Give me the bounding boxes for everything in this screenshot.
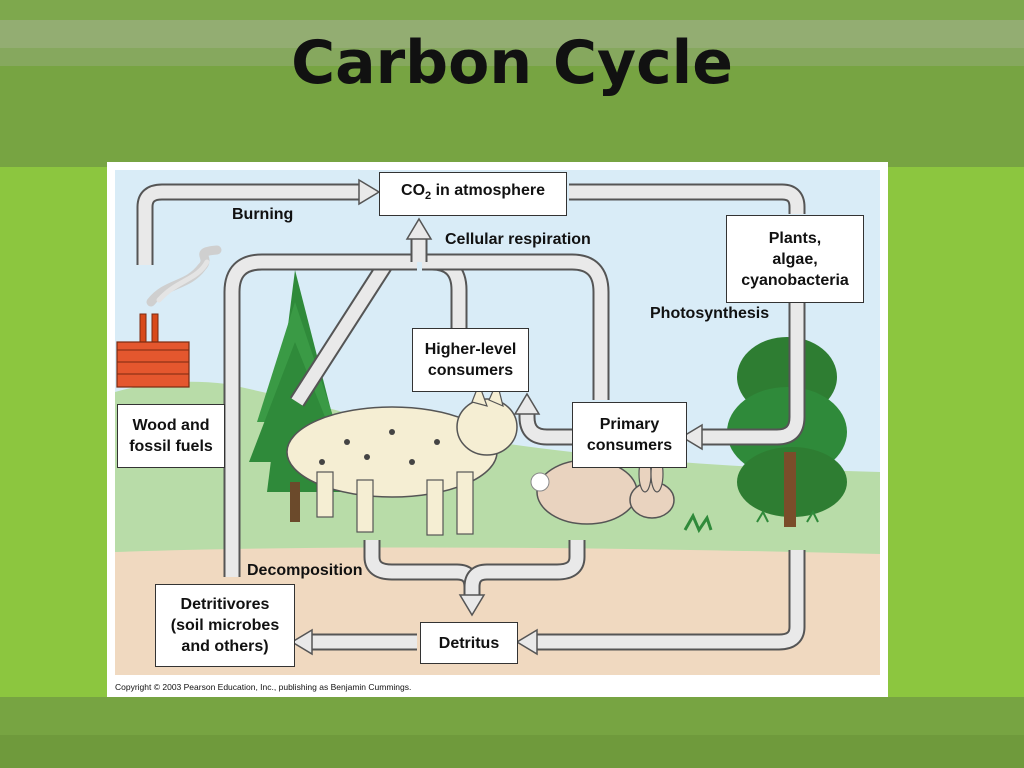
arrowheads (290, 178, 703, 656)
slide-title: Carbon Cycle (291, 28, 733, 98)
footer-band-stripe (0, 735, 1024, 768)
node-primary-consumers: Primary consumers (572, 402, 687, 468)
label-cellular-respiration: Cellular respiration (445, 231, 591, 248)
node-detritus: Detritus (420, 622, 518, 664)
label-photosynthesis: Photosynthesis (650, 305, 770, 322)
plant-icon (683, 509, 819, 534)
title-band-stripe (0, 0, 1024, 20)
node-wood-fossil-fuels: Wood and fossil fuels (117, 404, 225, 468)
label-burning: Burning (232, 206, 294, 223)
node-detritivores: Detritivores (soil microbes and others) (155, 584, 295, 667)
factory-icon (116, 245, 222, 388)
co2-label: CO2 in atmosphere (401, 182, 545, 203)
footer-band (0, 697, 1024, 768)
bobcat-icon (286, 380, 518, 536)
title-band-stripe (0, 20, 1024, 48)
label-decomposition: Decomposition (247, 562, 363, 579)
node-plants: Plants, algae, cyanobacteria (726, 215, 864, 303)
cycle-arrows (136, 183, 806, 651)
copyright-notice: Copyright © 2003 Pearson Education, Inc.… (115, 682, 412, 692)
node-higher-level-consumers: Higher-level consumers (412, 328, 529, 392)
node-co2-atmosphere: CO2 in atmosphere (379, 172, 567, 216)
carbon-cycle-figure: CO2 in atmosphere Plants, algae, cyanoba… (107, 162, 888, 697)
title-band (0, 0, 1024, 167)
title-band-stripe (0, 48, 1024, 66)
